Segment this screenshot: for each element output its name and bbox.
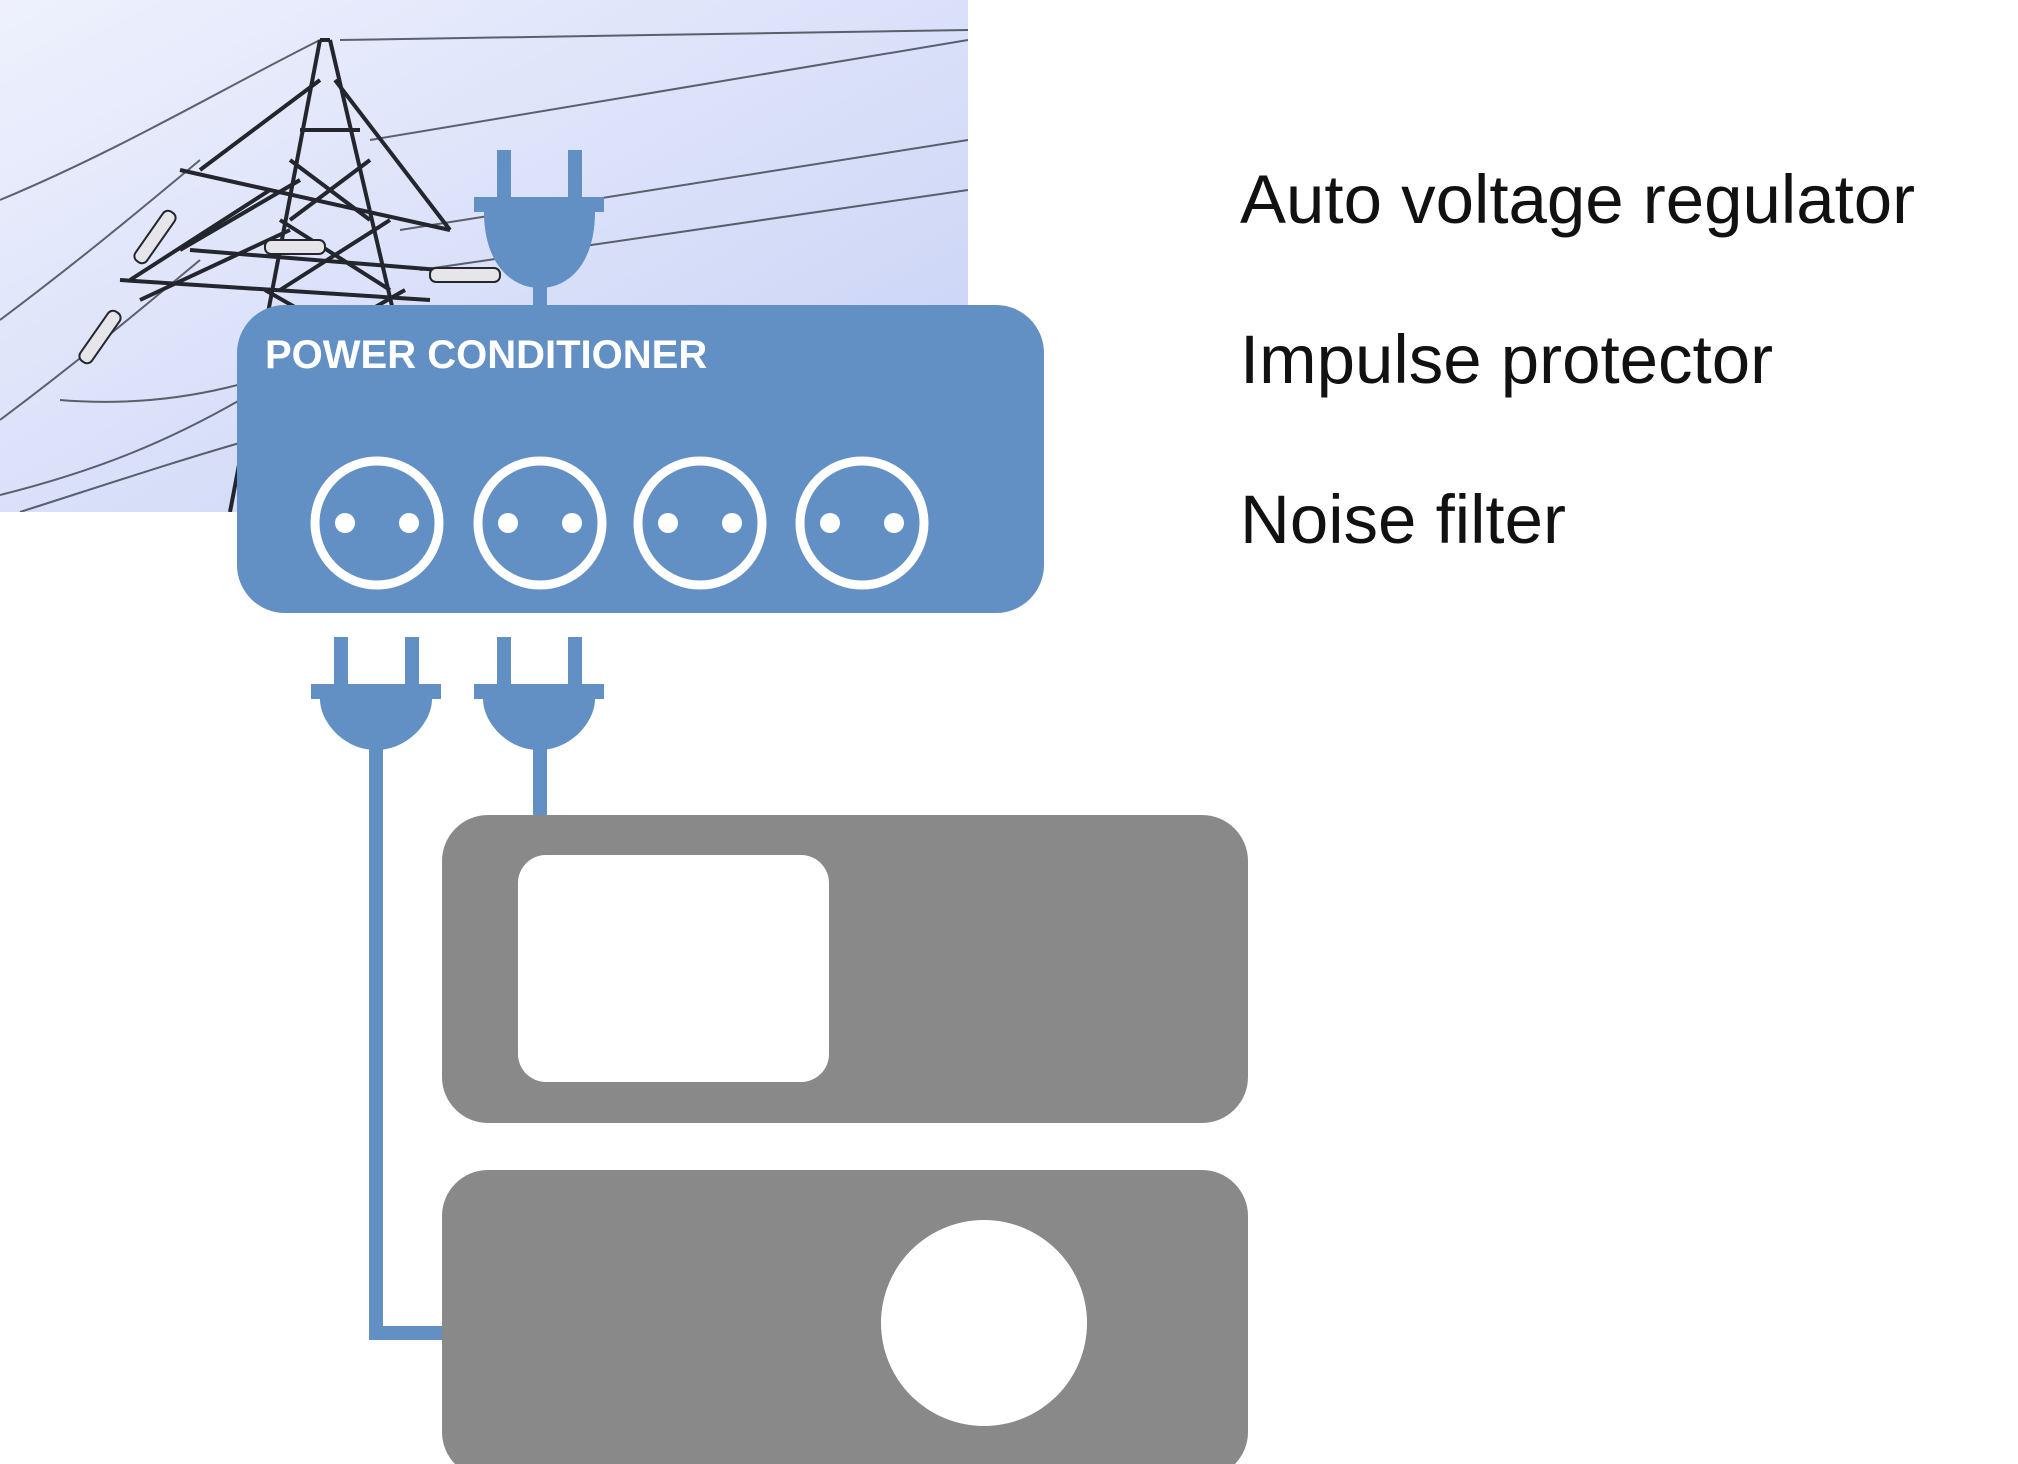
feature-auto-voltage-regulator: Auto voltage regulator [1240,161,1916,238]
device-title: POWER CONDITIONER [265,333,707,377]
power-conditioner-box: POWER CONDITIONER [237,305,1044,613]
outlet-icon [473,456,607,590]
screen-device [442,815,1248,1123]
outlet-icon [795,456,929,590]
output-plug-icon-2 [474,637,604,750]
feature-list: Auto voltage regulator Impulse protector… [1240,160,1915,640]
feature-noise-filter: Noise filter [1240,481,1566,558]
input-plug-icon [474,150,604,312]
feature-impulse-protector: Impulse protector [1240,321,1774,398]
outlet-icon [633,456,767,590]
speaker-device [442,1170,1248,1464]
cables [369,745,547,1340]
outlet-icon [310,456,444,590]
output-plug-icon-1 [311,637,441,750]
